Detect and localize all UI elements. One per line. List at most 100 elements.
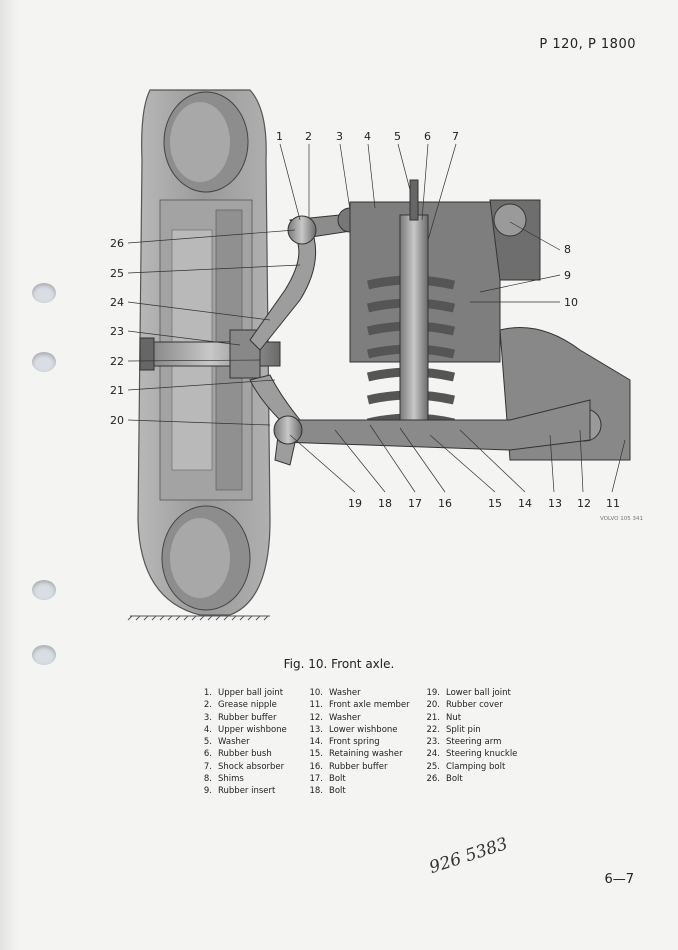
legend-number: 2. bbox=[203, 700, 212, 711]
callouts-right: 8 9 10 bbox=[564, 243, 578, 309]
steering-knuckle bbox=[249, 224, 317, 351]
legend-item: 7.Shock absorber bbox=[196, 761, 287, 773]
upper-ball-joint bbox=[287, 215, 317, 245]
callout-10: 10 bbox=[564, 296, 578, 309]
callout-13: 13 bbox=[548, 497, 562, 510]
legend-item: 19.Lower ball joint bbox=[424, 687, 517, 699]
legend-label: Rubber buffer bbox=[218, 712, 277, 723]
handwritten-note: 926 5383 bbox=[426, 833, 511, 879]
callout-20: 20 bbox=[110, 414, 124, 427]
page-header: P 120, P 1800 bbox=[539, 37, 636, 52]
legend-number: 25. bbox=[426, 761, 440, 772]
legend-item: 25. Clamping bolt bbox=[424, 761, 517, 773]
legend-label: Split pin bbox=[446, 724, 481, 735]
ground-line bbox=[127, 615, 270, 621]
legend-label: Nut bbox=[446, 712, 462, 723]
callout-7: 7 bbox=[452, 130, 459, 143]
legend-item: 2. Grease nipple bbox=[196, 699, 287, 711]
callout-2: 2 bbox=[305, 130, 312, 143]
legend-number: 11. bbox=[309, 700, 323, 711]
legend-item: 14. Front spring bbox=[307, 736, 410, 748]
legend-item: 6.Rubber bush bbox=[196, 748, 287, 760]
legend-label: Steering arm bbox=[446, 737, 502, 748]
punch-hole bbox=[32, 580, 56, 600]
legend-item: 15. Retaining washer bbox=[307, 748, 410, 760]
legend-item: 17.Bolt bbox=[307, 773, 410, 785]
legend-number: 8. bbox=[203, 774, 212, 785]
lower-ball-joint bbox=[273, 415, 303, 445]
figure-caption: Fig. 10. Front axle. bbox=[283, 657, 395, 671]
legend-label: Steering knuckle bbox=[446, 749, 518, 760]
legend-number: 20. bbox=[426, 700, 440, 711]
legend-number: 23. bbox=[426, 737, 440, 748]
callout-16: 16 bbox=[438, 497, 452, 510]
legend-item: 5. Washer bbox=[196, 736, 287, 748]
callout-1: 1 bbox=[276, 130, 283, 143]
legend-number: 5. bbox=[203, 737, 212, 748]
callout-8: 8 bbox=[564, 243, 571, 256]
shock-rod bbox=[409, 179, 419, 221]
callout-22: 22 bbox=[110, 355, 124, 368]
legend-label: Rubber cover bbox=[446, 700, 503, 711]
callout-15: 15 bbox=[488, 497, 502, 510]
legend-item: 8. Shims bbox=[196, 773, 287, 785]
legend-item: 12.Washer bbox=[307, 712, 410, 724]
callouts-left: 26 25 24 23 22 21 20 bbox=[110, 237, 124, 427]
legend-item: 18.Bolt bbox=[307, 785, 410, 797]
legend-label: Rubber insert bbox=[218, 786, 276, 797]
legend-number: 4. bbox=[203, 724, 212, 735]
legend-label: Shock absorber bbox=[218, 761, 285, 772]
legend-number: 14. bbox=[309, 737, 323, 748]
legend-item: 3. Rubber buffer bbox=[196, 712, 287, 724]
legend-label: Bolt bbox=[329, 774, 346, 785]
legend-number: 15. bbox=[309, 749, 323, 760]
legend-label: Shims bbox=[218, 774, 244, 785]
callout-12: 12 bbox=[577, 497, 591, 510]
legend-number: 13. bbox=[309, 724, 323, 735]
punch-hole bbox=[32, 645, 56, 665]
legend-number: 1. bbox=[203, 688, 212, 698]
legend-label: Bolt bbox=[446, 774, 463, 785]
punch-hole bbox=[32, 352, 56, 372]
callout-11: 11 bbox=[606, 497, 620, 510]
legend-label: Upper ball joint bbox=[218, 688, 284, 698]
legend-item: 13.Lower wishbone bbox=[307, 724, 410, 736]
legend-item: 23. Steering arm bbox=[424, 736, 517, 748]
callout-14: 14 bbox=[518, 497, 532, 510]
volvo-watermark: VOLVO 105 341 bbox=[600, 516, 643, 522]
callout-6: 6 bbox=[424, 130, 431, 143]
page-edge bbox=[0, 0, 18, 950]
callouts-bottom: 19 18 17 16 15 14 13 12 11 bbox=[348, 497, 620, 510]
legend-item: 1. Upper ball joint bbox=[196, 687, 287, 699]
legend-item: 26. Bolt bbox=[424, 773, 517, 785]
legend-number: 26. bbox=[426, 774, 440, 785]
page-number: 6—7 bbox=[604, 872, 634, 887]
legend-number: 9. bbox=[203, 786, 212, 797]
legend-number: 12. bbox=[309, 712, 323, 723]
legend-item: 24.Steering knuckle bbox=[424, 748, 517, 760]
shock-absorber bbox=[399, 214, 429, 426]
legend-label: Front spring bbox=[329, 737, 380, 748]
legend-column-1: 1. Upper ball joint 2. Grease nipple 3. Rubbe… bbox=[196, 687, 287, 798]
callout-17: 17 bbox=[408, 497, 422, 510]
legend-number: 18. bbox=[309, 786, 323, 797]
legend-label: Clamping bolt bbox=[446, 761, 506, 772]
legend-label: Grease nipple bbox=[218, 700, 277, 711]
callout-21: 21 bbox=[110, 384, 124, 397]
legend-number: 3. bbox=[203, 712, 212, 723]
legend-number: 22. bbox=[426, 724, 440, 735]
legend-item: 11. Front axle member bbox=[307, 699, 410, 711]
callout-3: 3 bbox=[336, 130, 343, 143]
legend-label: Washer bbox=[218, 737, 250, 748]
legend-label: Front axle member bbox=[329, 700, 410, 711]
legend-label: Retaining washer bbox=[329, 749, 403, 760]
legend-label: Rubber buffer bbox=[329, 761, 388, 772]
legend-item: 4.Upper wishbone bbox=[196, 724, 287, 736]
callout-24: 24 bbox=[110, 296, 124, 309]
legend-item: 21.Nut bbox=[424, 712, 517, 724]
legend-label: Washer bbox=[329, 688, 361, 698]
callout-9: 9 bbox=[564, 269, 571, 282]
legend-item: 20. Rubber cover bbox=[424, 699, 517, 711]
